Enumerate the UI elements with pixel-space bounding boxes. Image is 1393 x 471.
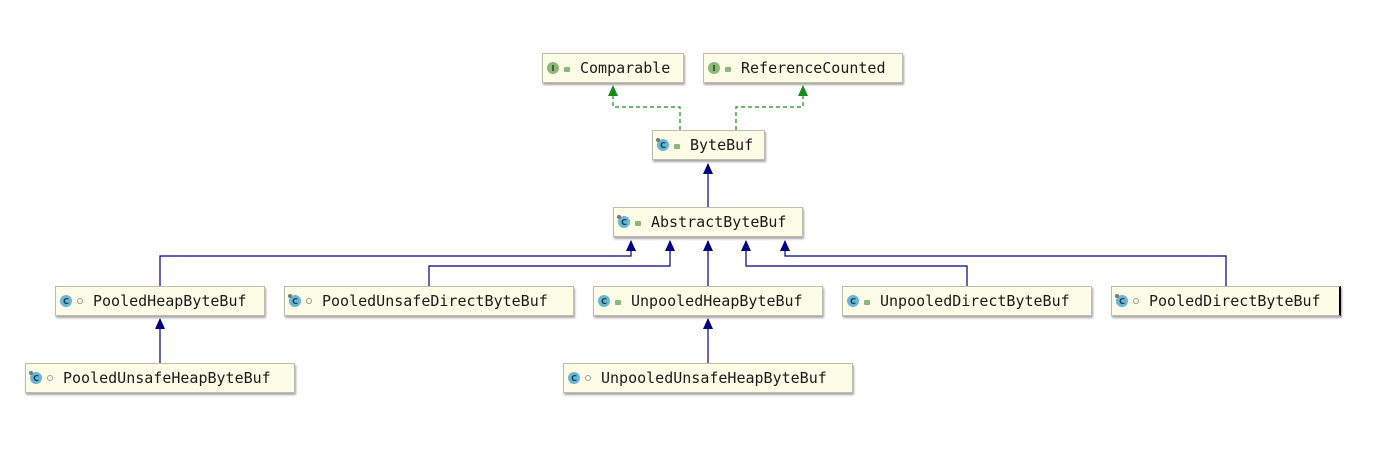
interface-icon: I	[547, 62, 559, 74]
package-private-visibility-icon	[304, 298, 314, 304]
node-pooledunsafedirectbytebuf[interactable]: C PooledUnsafeDirectByteBuf	[284, 286, 574, 316]
public-visibility-icon	[723, 65, 733, 72]
final-class-icon: C	[1115, 294, 1128, 307]
edge-unpooledunsafeheapbytebuf-extends-unpooledheapbytebuf	[703, 318, 713, 363]
edge-line	[784, 241, 1227, 286]
class-icon: C	[60, 295, 72, 307]
edge-pooledunsafeheapbytebuf-extends-pooledheapbytebuf	[155, 318, 165, 363]
public-visibility-icon	[613, 298, 623, 305]
node-label: AbstractByteBuf	[651, 213, 787, 231]
edge-line	[159, 241, 632, 286]
package-private-visibility-icon	[75, 298, 85, 304]
node-unpooleddirectbytebuf[interactable]: C UnpooledDirectByteBuf	[842, 286, 1092, 316]
class-icon: C	[847, 295, 859, 307]
edge-unpooledheapbytebuf-extends-abstractbytebuf	[703, 240, 713, 286]
edge-line	[428, 241, 671, 286]
final-class-icon: C	[29, 371, 42, 384]
arrowhead	[665, 240, 675, 251]
node-bytebuf[interactable]: C ByteBuf	[652, 130, 765, 160]
arrowhead	[703, 163, 713, 174]
class-icon: C	[568, 372, 580, 384]
arrowhead	[608, 85, 618, 96]
arrowhead	[626, 240, 636, 251]
public-visibility-icon	[672, 142, 682, 149]
node-label: UnpooledDirectByteBuf	[880, 292, 1070, 310]
abstract-class-icon: C	[656, 138, 669, 151]
arrowhead	[798, 85, 808, 96]
arrowhead	[703, 240, 713, 251]
edge-bytebuf-implements-comparable	[608, 85, 681, 130]
node-label: PooledHeapByteBuf	[93, 292, 247, 310]
public-visibility-icon	[562, 65, 572, 72]
node-label: ByteBuf	[690, 136, 754, 154]
node-pooleddirectbytebuf[interactable]: C PooledDirectByteBuf	[1111, 286, 1341, 316]
abstract-class-icon: C	[617, 215, 630, 228]
edge-pooledheapbytebuf-extends-abstractbytebuf	[159, 240, 636, 286]
package-private-visibility-icon	[1131, 298, 1141, 304]
edge-bytebuf-implements-referencecounted	[735, 85, 808, 130]
package-private-visibility-icon	[583, 375, 593, 381]
node-pooledheapbytebuf[interactable]: C PooledHeapByteBuf	[55, 286, 265, 316]
node-label: Comparable	[580, 59, 671, 77]
final-class-icon: C	[288, 294, 301, 307]
public-visibility-icon	[862, 298, 872, 305]
node-comparable[interactable]: I Comparable	[542, 53, 684, 83]
node-label: ReferenceCounted	[741, 59, 886, 77]
public-visibility-icon	[633, 219, 643, 226]
edge-line	[745, 241, 968, 286]
node-label: UnpooledUnsafeHeapByteBuf	[601, 369, 827, 387]
node-pooledunsafeheapbytebuf[interactable]: C PooledUnsafeHeapByteBuf	[25, 363, 295, 393]
arrowhead	[703, 318, 713, 329]
node-label: PooledUnsafeDirectByteBuf	[322, 292, 548, 310]
class-icon: C	[598, 295, 610, 307]
edge-line	[612, 86, 681, 130]
node-label: UnpooledHeapByteBuf	[631, 292, 803, 310]
edge-abstractbytebuf-extends-bytebuf	[703, 163, 713, 207]
node-unpooledheapbytebuf[interactable]: C UnpooledHeapByteBuf	[593, 286, 823, 316]
arrowhead	[155, 318, 165, 329]
edge-pooleddirectbytebuf-extends-abstractbytebuf	[780, 240, 1227, 286]
node-label: PooledUnsafeHeapByteBuf	[63, 369, 271, 387]
node-label: PooledDirectByteBuf	[1149, 292, 1321, 310]
package-private-visibility-icon	[45, 375, 55, 381]
node-abstractbytebuf[interactable]: C AbstractByteBuf	[613, 207, 803, 237]
arrowhead	[741, 240, 751, 251]
edge-unpooleddirectbytebuf-extends-abstractbytebuf	[741, 240, 968, 286]
edge-pooledunsafedirectbytebuf-extends-abstractbytebuf	[428, 240, 675, 286]
arrowhead	[780, 240, 790, 251]
node-referencecounted[interactable]: I ReferenceCounted	[703, 53, 903, 83]
node-unpooledunsafeheapbytebuf[interactable]: C UnpooledUnsafeHeapByteBuf	[563, 363, 853, 393]
interface-icon: I	[708, 62, 720, 74]
edge-line	[735, 86, 804, 130]
